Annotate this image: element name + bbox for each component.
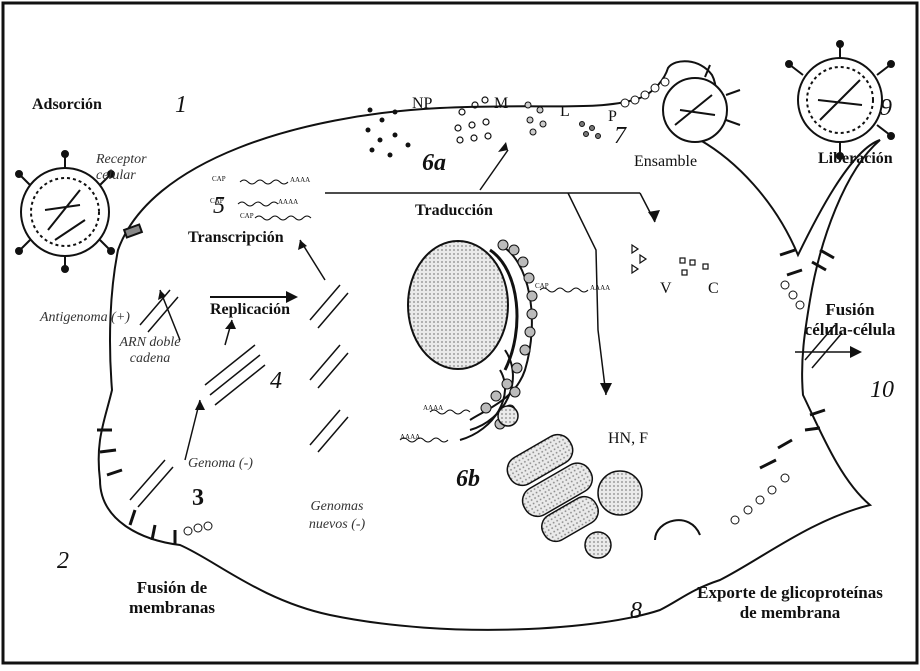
step-7: 7 [614,123,626,150]
label-liberacion: Liberación [818,150,893,168]
label-fusion-membranas-line1: Fusión de [112,578,232,598]
label-p: P [608,108,617,126]
label-genoma: Genoma (-) [188,456,253,472]
label-genomas-nuevos-line2: nuevos (-) [292,516,382,534]
label-c: C [708,280,719,298]
nucleus [408,241,508,369]
label-v: V [660,280,672,298]
label-m: M [494,95,508,113]
label-hn-f: HN, F [608,430,648,448]
label-exporte-line1: Exporte de glicoproteínas [690,583,890,603]
mrna-poly-a-5: AAAA [423,404,443,412]
step-6a: 6a [422,150,446,177]
mrna-cap-4: CAP [535,282,549,290]
mrna-cap-2: CAP [210,197,224,205]
label-arn-doble: ARN doble cadena [110,335,190,367]
label-arn-doble-line1: ARN doble [110,335,190,351]
label-antigenoma: Antigenoma (+) [40,310,130,326]
label-traduccion: Traducción [415,202,493,220]
label-transcripcion: Transcripción [188,229,284,247]
step-6b: 6b [456,466,480,493]
label-genomas-nuevos-line1: Genomas [292,498,382,516]
label-fusion-membranas: Fusión de membranas [112,578,232,618]
label-fusion-celula: Fusión célula-célula [790,300,910,340]
mrna-poly-a-4: AAAA [590,284,610,292]
protein-m [455,97,491,143]
label-adsorcion: Adsorción [32,96,102,114]
step-8: 8 [630,598,642,625]
step-9: 9 [880,95,892,122]
label-l: L [560,103,570,121]
label-arn-doble-line2: cadena [110,351,190,367]
label-fusion-membranas-line2: membranas [112,598,232,618]
protein-v-c [632,245,708,275]
label-ensamble: Ensamble [634,153,697,171]
step-10: 10 [870,377,894,404]
glycoprotein-vesicles [498,406,642,558]
mrna-cap-1: CAP [212,175,226,183]
label-genomas-nuevos: Genomas nuevos (-) [292,498,382,534]
mrna-cap-3: CAP [240,212,254,220]
protein-p [580,122,601,139]
export-vesicle [655,520,700,540]
label-replicacion: Replicación [210,301,290,319]
budding-virion [663,65,740,142]
step-3: 3 [192,485,204,512]
step-2: 2 [57,548,69,575]
label-exporte-line2: de membrana [690,603,890,623]
mrna-poly-a-6: AAAA [400,433,420,441]
label-exporte: Exporte de glicoproteínas de membrana [690,583,890,623]
label-fusion-celula-line1: Fusión [790,300,910,320]
step-1: 1 [175,92,187,119]
step-4: 4 [270,368,282,395]
mrna-poly-a-1: AAAA [290,176,310,184]
mrna-poly-a-2: AAAA [278,198,298,206]
label-np: NP [412,95,432,113]
label-receptor: Receptor celular [96,152,176,184]
label-fusion-celula-line2: célula-célula [790,320,910,340]
